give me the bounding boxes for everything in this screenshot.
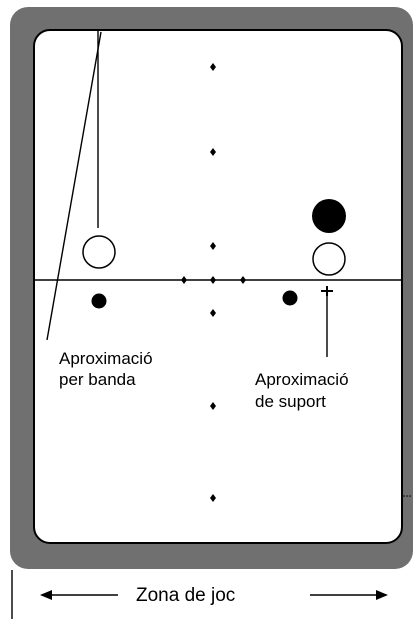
diamond-marker-icon <box>181 63 246 502</box>
edge-dots <box>403 495 411 497</box>
right-arrow-icon <box>310 590 388 600</box>
support-approach-label-line2: de suport <box>255 392 326 411</box>
table-surface <box>33 29 403 544</box>
black-ball-large <box>312 199 346 233</box>
white-ball-left <box>82 235 116 269</box>
band-approach-label-line1: Aproximació <box>59 349 153 368</box>
black-ball-left <box>91 293 107 309</box>
support-approach-label-line1: Aproximació <box>255 370 349 389</box>
target-cross-icon <box>321 286 333 296</box>
band-approach-line-diagonal <box>46 31 102 341</box>
black-ball-right <box>282 290 298 306</box>
play-zone-label: Zona de joc <box>136 585 236 606</box>
left-arrow-icon <box>40 590 118 600</box>
band-approach-label-line2: per banda <box>59 370 136 389</box>
white-ball-right <box>312 242 346 276</box>
